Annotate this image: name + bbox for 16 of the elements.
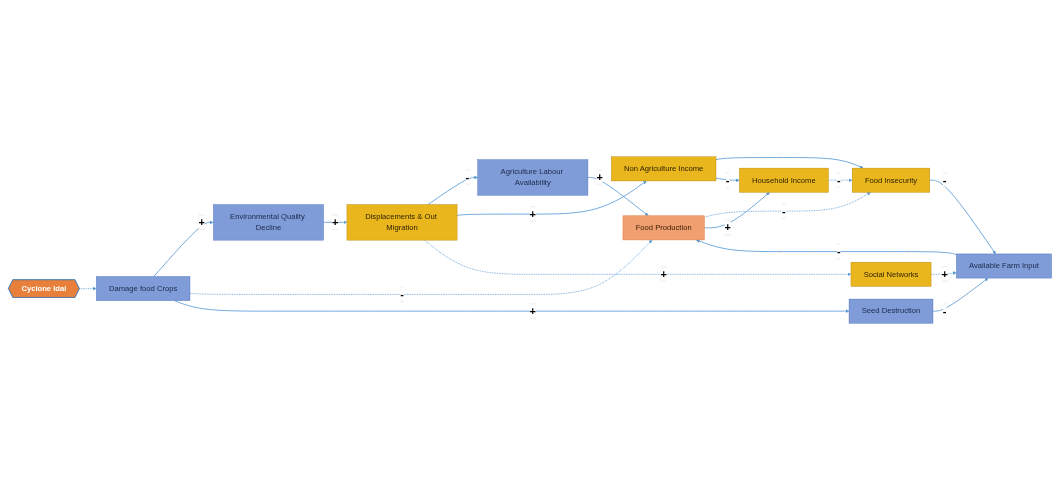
- edge-label: -: [942, 173, 947, 187]
- edge-label: +: [198, 215, 205, 229]
- edge-label: +: [941, 267, 948, 281]
- edge-label: +: [596, 170, 603, 184]
- edge-label: +: [529, 207, 537, 221]
- edge-label: +: [660, 267, 667, 281]
- edge-label: -: [942, 304, 947, 318]
- edge-label: -: [782, 204, 786, 218]
- edge-label: -: [725, 173, 730, 187]
- edge-label: -: [465, 170, 470, 184]
- edge-label: +: [724, 221, 731, 235]
- edge-label: +: [529, 304, 537, 318]
- edge-label: -: [400, 287, 404, 301]
- edge-label: +: [332, 215, 339, 229]
- edge-label: -: [836, 245, 841, 258]
- edge-label: -: [836, 173, 841, 187]
